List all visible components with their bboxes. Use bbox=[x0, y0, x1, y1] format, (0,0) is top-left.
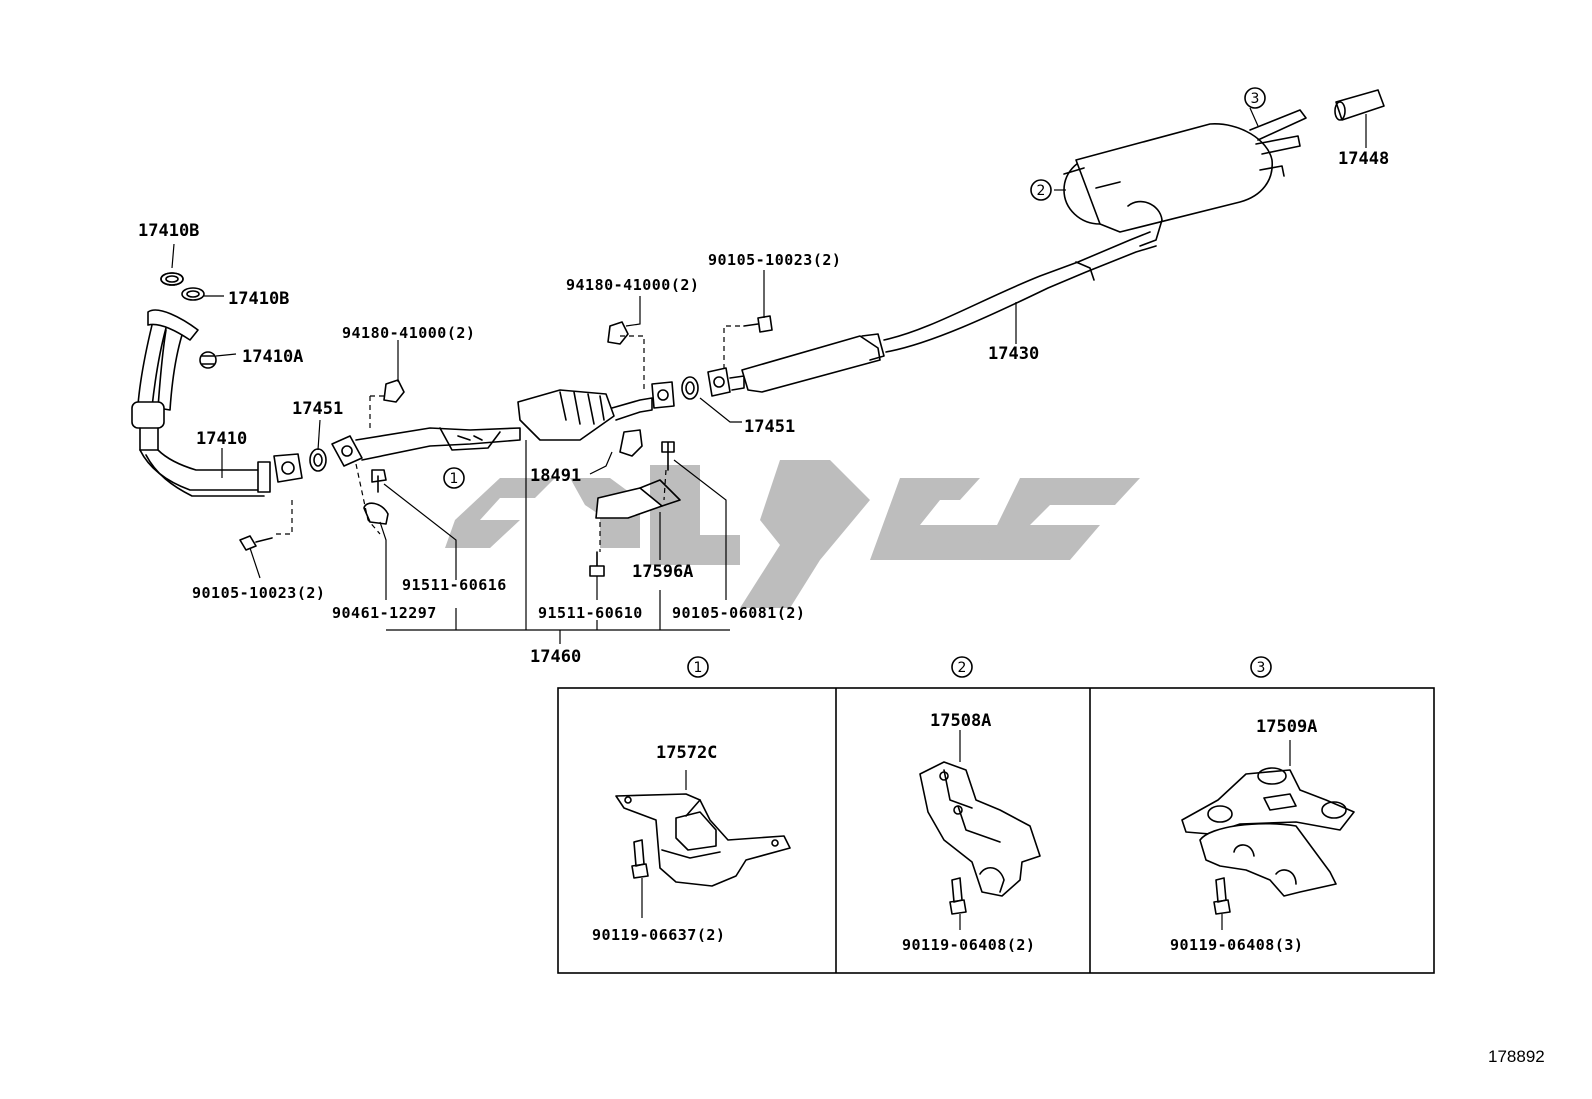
svg-text:2: 2 bbox=[1037, 183, 1046, 199]
bolt-90105-bottom bbox=[239, 535, 273, 551]
label-17410b-right: 17410B bbox=[228, 289, 289, 309]
label-90105-top: 90105-10023(2) bbox=[708, 251, 841, 269]
label-90461: 90461-12297 bbox=[332, 604, 437, 622]
hanger-17509a bbox=[1181, 740, 1355, 930]
svg-text:1: 1 bbox=[450, 471, 459, 487]
bolt-90105-06081 bbox=[661, 441, 675, 471]
detail-panels bbox=[557, 687, 1435, 974]
svg-text:3: 3 bbox=[1257, 660, 1266, 676]
svg-text:3: 3 bbox=[1251, 91, 1260, 107]
label-94180-left: 94180-41000(2) bbox=[342, 324, 475, 342]
tail-pipe-tip-17448 bbox=[1334, 89, 1385, 121]
panel-index-1: 1 bbox=[687, 656, 709, 678]
label-90105-bottom: 90105-10023(2) bbox=[192, 584, 325, 602]
label-90105-06081: 90105-06081(2) bbox=[672, 604, 805, 622]
label-17410: 17410 bbox=[196, 429, 247, 449]
leader-lines bbox=[171, 107, 1367, 644]
label-91511-60616: 91511-60616 bbox=[402, 576, 507, 594]
label-17509a: 17509A bbox=[1256, 717, 1317, 737]
bolt-91511-60616 bbox=[371, 469, 387, 493]
diagram-id: 178892 bbox=[1488, 1047, 1545, 1066]
callout-3-main: 3 bbox=[1244, 87, 1266, 109]
panel-index-3: 3 bbox=[1250, 656, 1272, 678]
label-90119-06637: 90119-06637(2) bbox=[592, 926, 725, 944]
panel-index-2: 2 bbox=[951, 656, 973, 678]
gasket-17451-right bbox=[681, 376, 699, 400]
svg-text:1: 1 bbox=[694, 660, 703, 676]
label-17451-left: 17451 bbox=[292, 399, 343, 419]
label-17596a: 17596A bbox=[632, 562, 693, 582]
nut-94180-left bbox=[383, 379, 405, 403]
label-91511-60610: 91511-60610 bbox=[538, 604, 643, 622]
label-18491: 18491 bbox=[530, 466, 581, 486]
label-17448: 17448 bbox=[1338, 149, 1389, 169]
bolt-90105-top bbox=[743, 315, 773, 333]
main-muffler bbox=[1063, 109, 1307, 247]
label-90119-06408-2: 90119-06408(2) bbox=[902, 936, 1035, 954]
label-90119-06408-3: 90119-06408(3) bbox=[1170, 936, 1303, 954]
gasket-17410b-top bbox=[160, 272, 184, 286]
tail-pipe-17430 bbox=[707, 231, 1157, 397]
label-17508a: 17508A bbox=[930, 711, 991, 731]
watermark-logo bbox=[445, 460, 1140, 608]
label-17410b-top: 17410B bbox=[138, 221, 199, 241]
callout-2-main: 2 bbox=[1030, 179, 1052, 201]
nut-94180-mid bbox=[607, 321, 629, 345]
svg-text:2: 2 bbox=[958, 660, 967, 676]
label-94180-mid: 94180-41000(2) bbox=[566, 276, 699, 294]
center-exhaust-pipe-17460 bbox=[331, 381, 681, 519]
front-exhaust-pipe-17410 bbox=[131, 272, 303, 497]
label-17430: 17430 bbox=[988, 344, 1039, 364]
label-17460: 17460 bbox=[530, 647, 581, 667]
assembly-guide-lines bbox=[272, 325, 740, 552]
label-17451-right: 17451 bbox=[744, 417, 795, 437]
clamp-90461-12297 bbox=[363, 502, 389, 525]
hanger-17508a bbox=[919, 730, 1041, 930]
bolt-91511-60610 bbox=[589, 551, 605, 577]
gasket-17451-left bbox=[309, 448, 327, 472]
hanger-17572c bbox=[615, 770, 791, 918]
callout-1-main: 1 bbox=[443, 467, 465, 489]
label-17572c: 17572C bbox=[656, 743, 717, 763]
label-17410a: 17410A bbox=[242, 347, 303, 367]
